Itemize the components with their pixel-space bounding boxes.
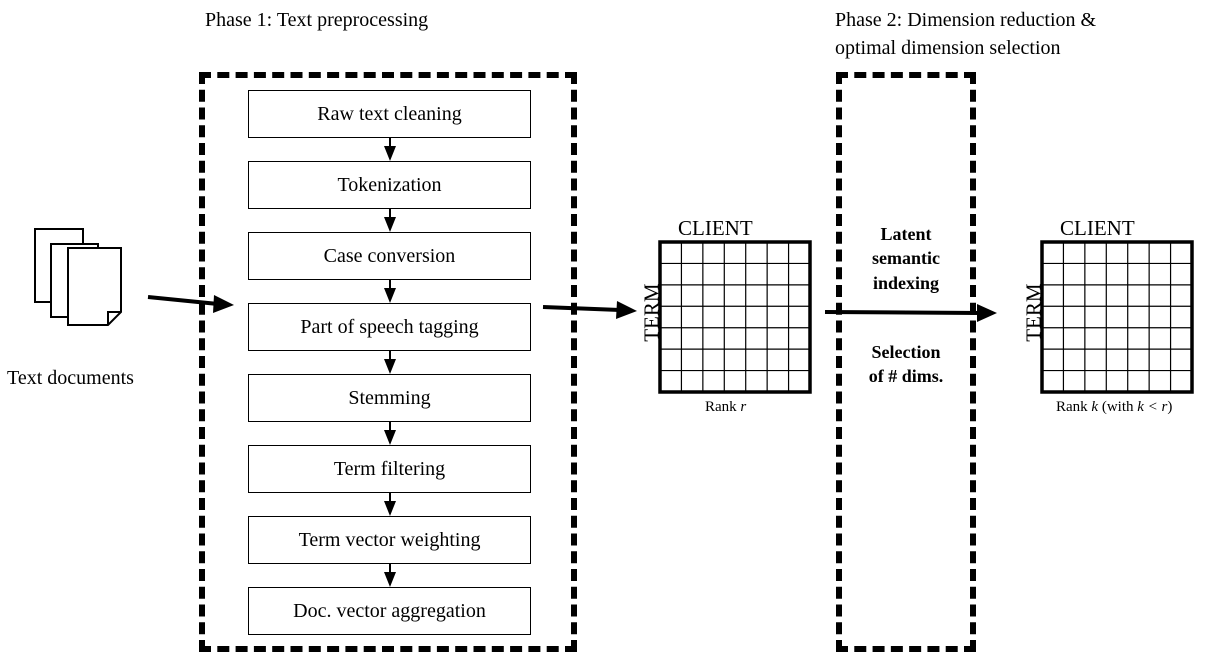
matrix2-rank-close: ) [1167, 399, 1173, 415]
matrix1-grid [658, 240, 812, 394]
step-tokenization: Tokenization [248, 161, 531, 209]
selection-label: Selection of # dims. [842, 340, 970, 389]
phase1-title: Phase 1: Text preprocessing [205, 9, 429, 31]
step-part-of-speech-tagging: Part of speech tagging [248, 303, 531, 351]
selection-line1: Selection [871, 342, 941, 362]
matrix2-rank-mid: (with [1098, 399, 1138, 415]
lsi-line1: Latent [880, 224, 932, 244]
step-arrow-4 [384, 351, 396, 374]
phase2-through-arrow [824, 304, 997, 322]
step-term-vector-weighting: Term vector weighting [248, 516, 531, 564]
lsi-line3: indexing [872, 272, 940, 293]
step-raw-text-cleaning: Raw text cleaning [248, 90, 531, 138]
matrix2-rank-symbol: k [1091, 399, 1099, 415]
phase1-box [199, 72, 577, 652]
phase2-title-line1: Phase 2: Dimension reduction & [835, 9, 1097, 31]
step-case-conversion: Case conversion [248, 232, 531, 280]
matrix-border [1040, 240, 1194, 394]
phase2-title-line2: optimal dimension selection [835, 37, 1061, 59]
input-arrow [147, 295, 234, 313]
step-arrow-6 [384, 493, 396, 516]
step-arrow-1 [384, 138, 396, 161]
selection-line2: of # dims. [868, 366, 944, 387]
step-arrow-5 [384, 422, 396, 445]
step-term-filtering: Term filtering [248, 445, 531, 493]
matrix1-rank-symbol: r [740, 399, 747, 415]
stacked-documents-icon [34, 228, 122, 326]
matrix2-rank-condition: k < r [1137, 399, 1168, 415]
matrix-border [658, 240, 812, 394]
step-arrow-3 [384, 280, 396, 303]
matrix1-rank-label: Rank r [705, 398, 746, 416]
matrix2-rank-label: Rank k (with k < r) [1056, 398, 1172, 416]
step-arrow-7 [384, 564, 396, 587]
matrix1-column-label: CLIENT [678, 216, 753, 240]
documents-label: Text documents [7, 367, 134, 389]
step-arrow-2 [384, 209, 396, 232]
matrix1-rank-prefix: Rank [705, 399, 741, 415]
lsi-line2: semantic [872, 248, 940, 269]
matrix2-rank-prefix: Rank [1056, 399, 1092, 415]
matrix2-column-label: CLIENT [1060, 216, 1135, 240]
phase1-output-arrow [542, 301, 637, 319]
lsi-label: Latent semantic indexing [842, 222, 970, 295]
step-stemming: Stemming [248, 374, 531, 422]
phase2-box [836, 72, 976, 652]
matrix2-grid [1040, 240, 1194, 394]
step-doc-vector-aggregation: Doc. vector aggregation [248, 587, 531, 635]
